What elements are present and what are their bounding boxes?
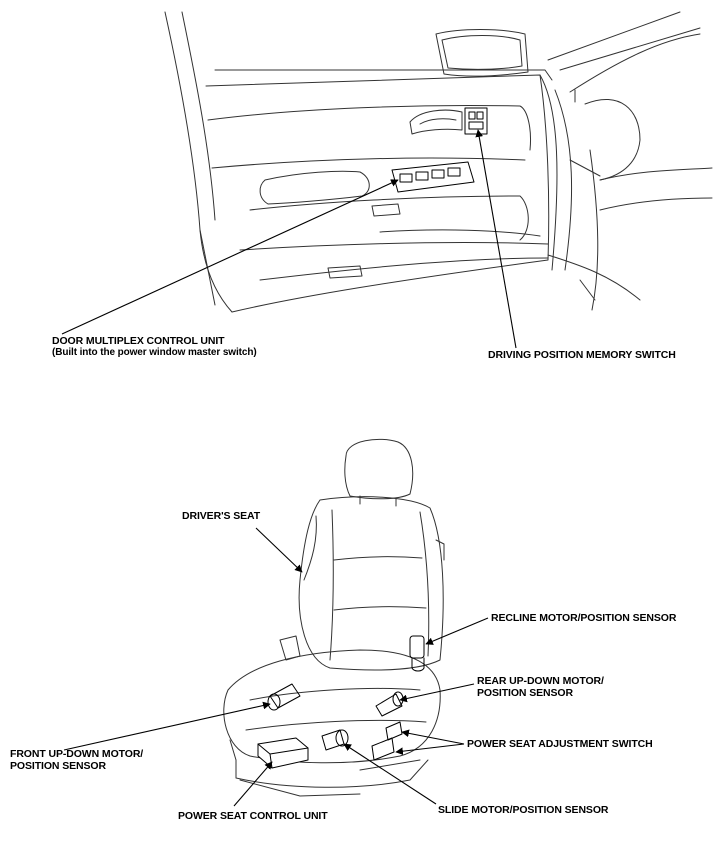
leader-control-unit bbox=[233, 761, 273, 807]
leader-rear-updown bbox=[399, 683, 475, 703]
leader-slide-motor bbox=[343, 743, 437, 805]
leader-adjust-switch-a bbox=[401, 729, 465, 745]
label-door-multiplex-title: DOOR MULTIPLEX CONTROL UNIT bbox=[52, 335, 225, 347]
leader-door-multiplex bbox=[61, 179, 399, 335]
label-driving-position-memory-switch: DRIVING POSITION MEMORY SWITCH bbox=[488, 349, 676, 361]
label-rear-updown-line1: REAR UP-DOWN MOTOR/ bbox=[477, 675, 604, 687]
label-slide-motor: SLIDE MOTOR/POSITION SENSOR bbox=[438, 804, 609, 816]
label-drivers-seat: DRIVER'S SEAT bbox=[182, 510, 261, 522]
leader-adjust-switch-b bbox=[395, 743, 465, 756]
leader-recline-motor bbox=[425, 617, 489, 645]
label-recline-motor: RECLINE MOTOR/POSITION SENSOR bbox=[491, 612, 677, 624]
label-door-multiplex-note: (Built into the power window master swit… bbox=[52, 347, 257, 358]
label-power-seat-adjustment-switch: POWER SEAT ADJUSTMENT SWITCH bbox=[467, 738, 653, 750]
label-front-updown-line1: FRONT UP-DOWN MOTOR/ bbox=[10, 748, 144, 760]
leader-drivers-seat bbox=[255, 527, 303, 573]
leader-front-updown bbox=[63, 701, 271, 751]
label-power-seat-control-unit: POWER SEAT CONTROL UNIT bbox=[178, 810, 328, 822]
label-front-updown-line2: POSITION SENSOR bbox=[10, 760, 106, 772]
door-illustration bbox=[164, 11, 713, 313]
leader-lines bbox=[61, 129, 517, 807]
label-rear-updown-line2: POSITION SENSOR bbox=[477, 687, 573, 699]
seat-illustration bbox=[223, 438, 445, 797]
leader-memory-switch bbox=[475, 129, 517, 349]
